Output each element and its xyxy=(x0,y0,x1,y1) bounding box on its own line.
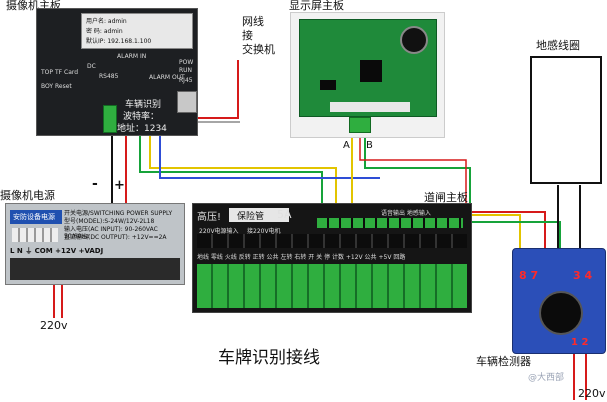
detector-220v-label: 220v xyxy=(578,387,606,400)
camera-info-label: 用户名: admin 密 码: admin 默认IP: 192.168.1.10… xyxy=(81,13,193,49)
rj45-label: RJ45 xyxy=(179,77,193,84)
diagram-caption: 车牌识别接线 xyxy=(218,348,320,368)
psu-line-4: 直流输出(DC OUTPUT): +12V==2A xyxy=(64,234,167,241)
rs485-label: RS485 xyxy=(99,73,119,80)
tab-top-label: TOP xyxy=(41,69,54,76)
gate-black-terminal-row xyxy=(197,234,467,248)
camera-password: 密 码: admin xyxy=(86,28,123,35)
psu-line-1: 开关电源/SWITCHING POWER SUPPLY xyxy=(64,210,173,217)
gate-green-terminal-row xyxy=(197,264,467,308)
sticker-line-1: 车辆识别 xyxy=(125,100,162,110)
psu-warning-icons xyxy=(12,228,58,242)
gate-motor: 接220V电机 xyxy=(247,228,281,235)
gate-fuse-label: 保险管 xyxy=(237,212,265,222)
camera-board: 用户名: admin 密 码: admin 默认IP: 192.168.1.10… xyxy=(36,8,198,136)
gate-high-voltage: 高压! xyxy=(197,212,222,223)
gate-right-header: 语音输出 地感输入 xyxy=(381,210,431,217)
watermark: @大西部 xyxy=(528,373,565,383)
signal-wire-green xyxy=(139,130,323,230)
detector-num-bottom: 1 2 xyxy=(571,337,589,348)
psu-brand: 安防设备电源 xyxy=(13,213,55,221)
display-pcb xyxy=(299,19,437,117)
tab-boy-label: BOY xyxy=(41,83,54,90)
gate-bottom-labels: 地线 零线 火线 反转 正转 公共 左转 右转 开 关 停 计数 +12V 公共… xyxy=(197,254,406,260)
switch-label-2: 接 xyxy=(242,29,253,42)
psu-line-2: 型号(MODEL):S-24W/12V-2L18 xyxy=(64,218,155,225)
gate-fuse-rating: 5A xyxy=(277,208,292,221)
camera-sticker: 车辆识别 波特率： 地址：1234 xyxy=(109,97,171,134)
camera-user: 用户名: admin xyxy=(86,18,127,25)
psu-terminal-strip xyxy=(10,258,180,280)
sticker-line-2: 波特率： xyxy=(123,112,160,122)
signal-wire-yellow xyxy=(149,130,337,215)
switch-label-1: 网线 xyxy=(242,15,264,28)
detector-num-right: 3 4 xyxy=(573,269,593,282)
rj45-port xyxy=(177,91,197,113)
gate-board: 高压! 保险管 5A 220V电源输入 接220V电机 语音输出 地感输入 地线… xyxy=(192,203,472,313)
detector-wire-red xyxy=(465,211,546,250)
camera-ip: 默认IP: 192.168.1.100 xyxy=(86,38,152,45)
camera-psu-title: 摄像机电源 xyxy=(0,189,55,202)
alarm-in-label: ALARM IN xyxy=(117,53,147,60)
display-wire-b xyxy=(364,120,471,210)
alarm-out-label: ALARM OUT xyxy=(149,74,185,81)
detector-title: 车辆检测器 xyxy=(476,355,531,368)
loop-title: 地感线圈 xyxy=(536,39,580,52)
display-chip xyxy=(360,60,382,82)
psu-line-3: 输入电压(AC INPUT): 90-260VAC 50/60Hz xyxy=(64,226,158,240)
vehicle-detector: 8 7 3 4 1 2 xyxy=(512,248,606,354)
sticker-line-3: 地址：1234 xyxy=(117,124,167,134)
run-label: RUN xyxy=(179,67,193,74)
gate-board-title: 道闸主板 xyxy=(424,191,468,204)
switch-label-3: 交换机 xyxy=(242,43,275,56)
display-board-photo xyxy=(290,12,445,138)
detector-wire-green xyxy=(470,221,561,250)
camera-psu: 安防设备电源 开关电源/SWITCHING POWER SUPPLY 型号(MO… xyxy=(5,203,185,285)
port-a-label: A xyxy=(343,140,350,151)
camera-terminal-block xyxy=(103,105,117,133)
display-connector-row xyxy=(330,102,410,112)
gate-fuse-box: 保险管 xyxy=(229,208,289,222)
gate-ac-input: 220V电源输入 xyxy=(199,228,239,235)
detector-socket xyxy=(539,291,583,335)
gate-top-terminals xyxy=(317,218,463,228)
tab-reset-label: Reset xyxy=(55,83,72,90)
dc-label: DC xyxy=(87,63,96,70)
tab-tf-label: TF Card xyxy=(55,69,79,76)
power-label: POW xyxy=(179,59,194,66)
network-wire-red xyxy=(178,60,239,119)
signal-wire-blue xyxy=(159,130,380,179)
port-b-label: B xyxy=(366,140,373,151)
display-chip-2 xyxy=(320,80,336,90)
psu-brand-plate: 安防设备电源 xyxy=(10,210,62,224)
coin-battery xyxy=(400,26,428,54)
display-ab-terminal xyxy=(349,117,371,133)
display-wire-red xyxy=(359,120,467,212)
loop-coil xyxy=(530,56,602,184)
detector-num-left: 8 7 xyxy=(519,269,539,282)
camera-board-title: 摄像机主板 xyxy=(6,0,61,12)
psu-220v-label: 220v xyxy=(40,319,68,332)
psu-minus-label: - xyxy=(92,176,98,192)
psu-terminal-labels: L N ⏚ COM +12V +VADJ xyxy=(10,247,104,255)
psu-plus-label: + xyxy=(114,178,125,193)
display-board-title: 显示屏主板 xyxy=(289,0,344,12)
